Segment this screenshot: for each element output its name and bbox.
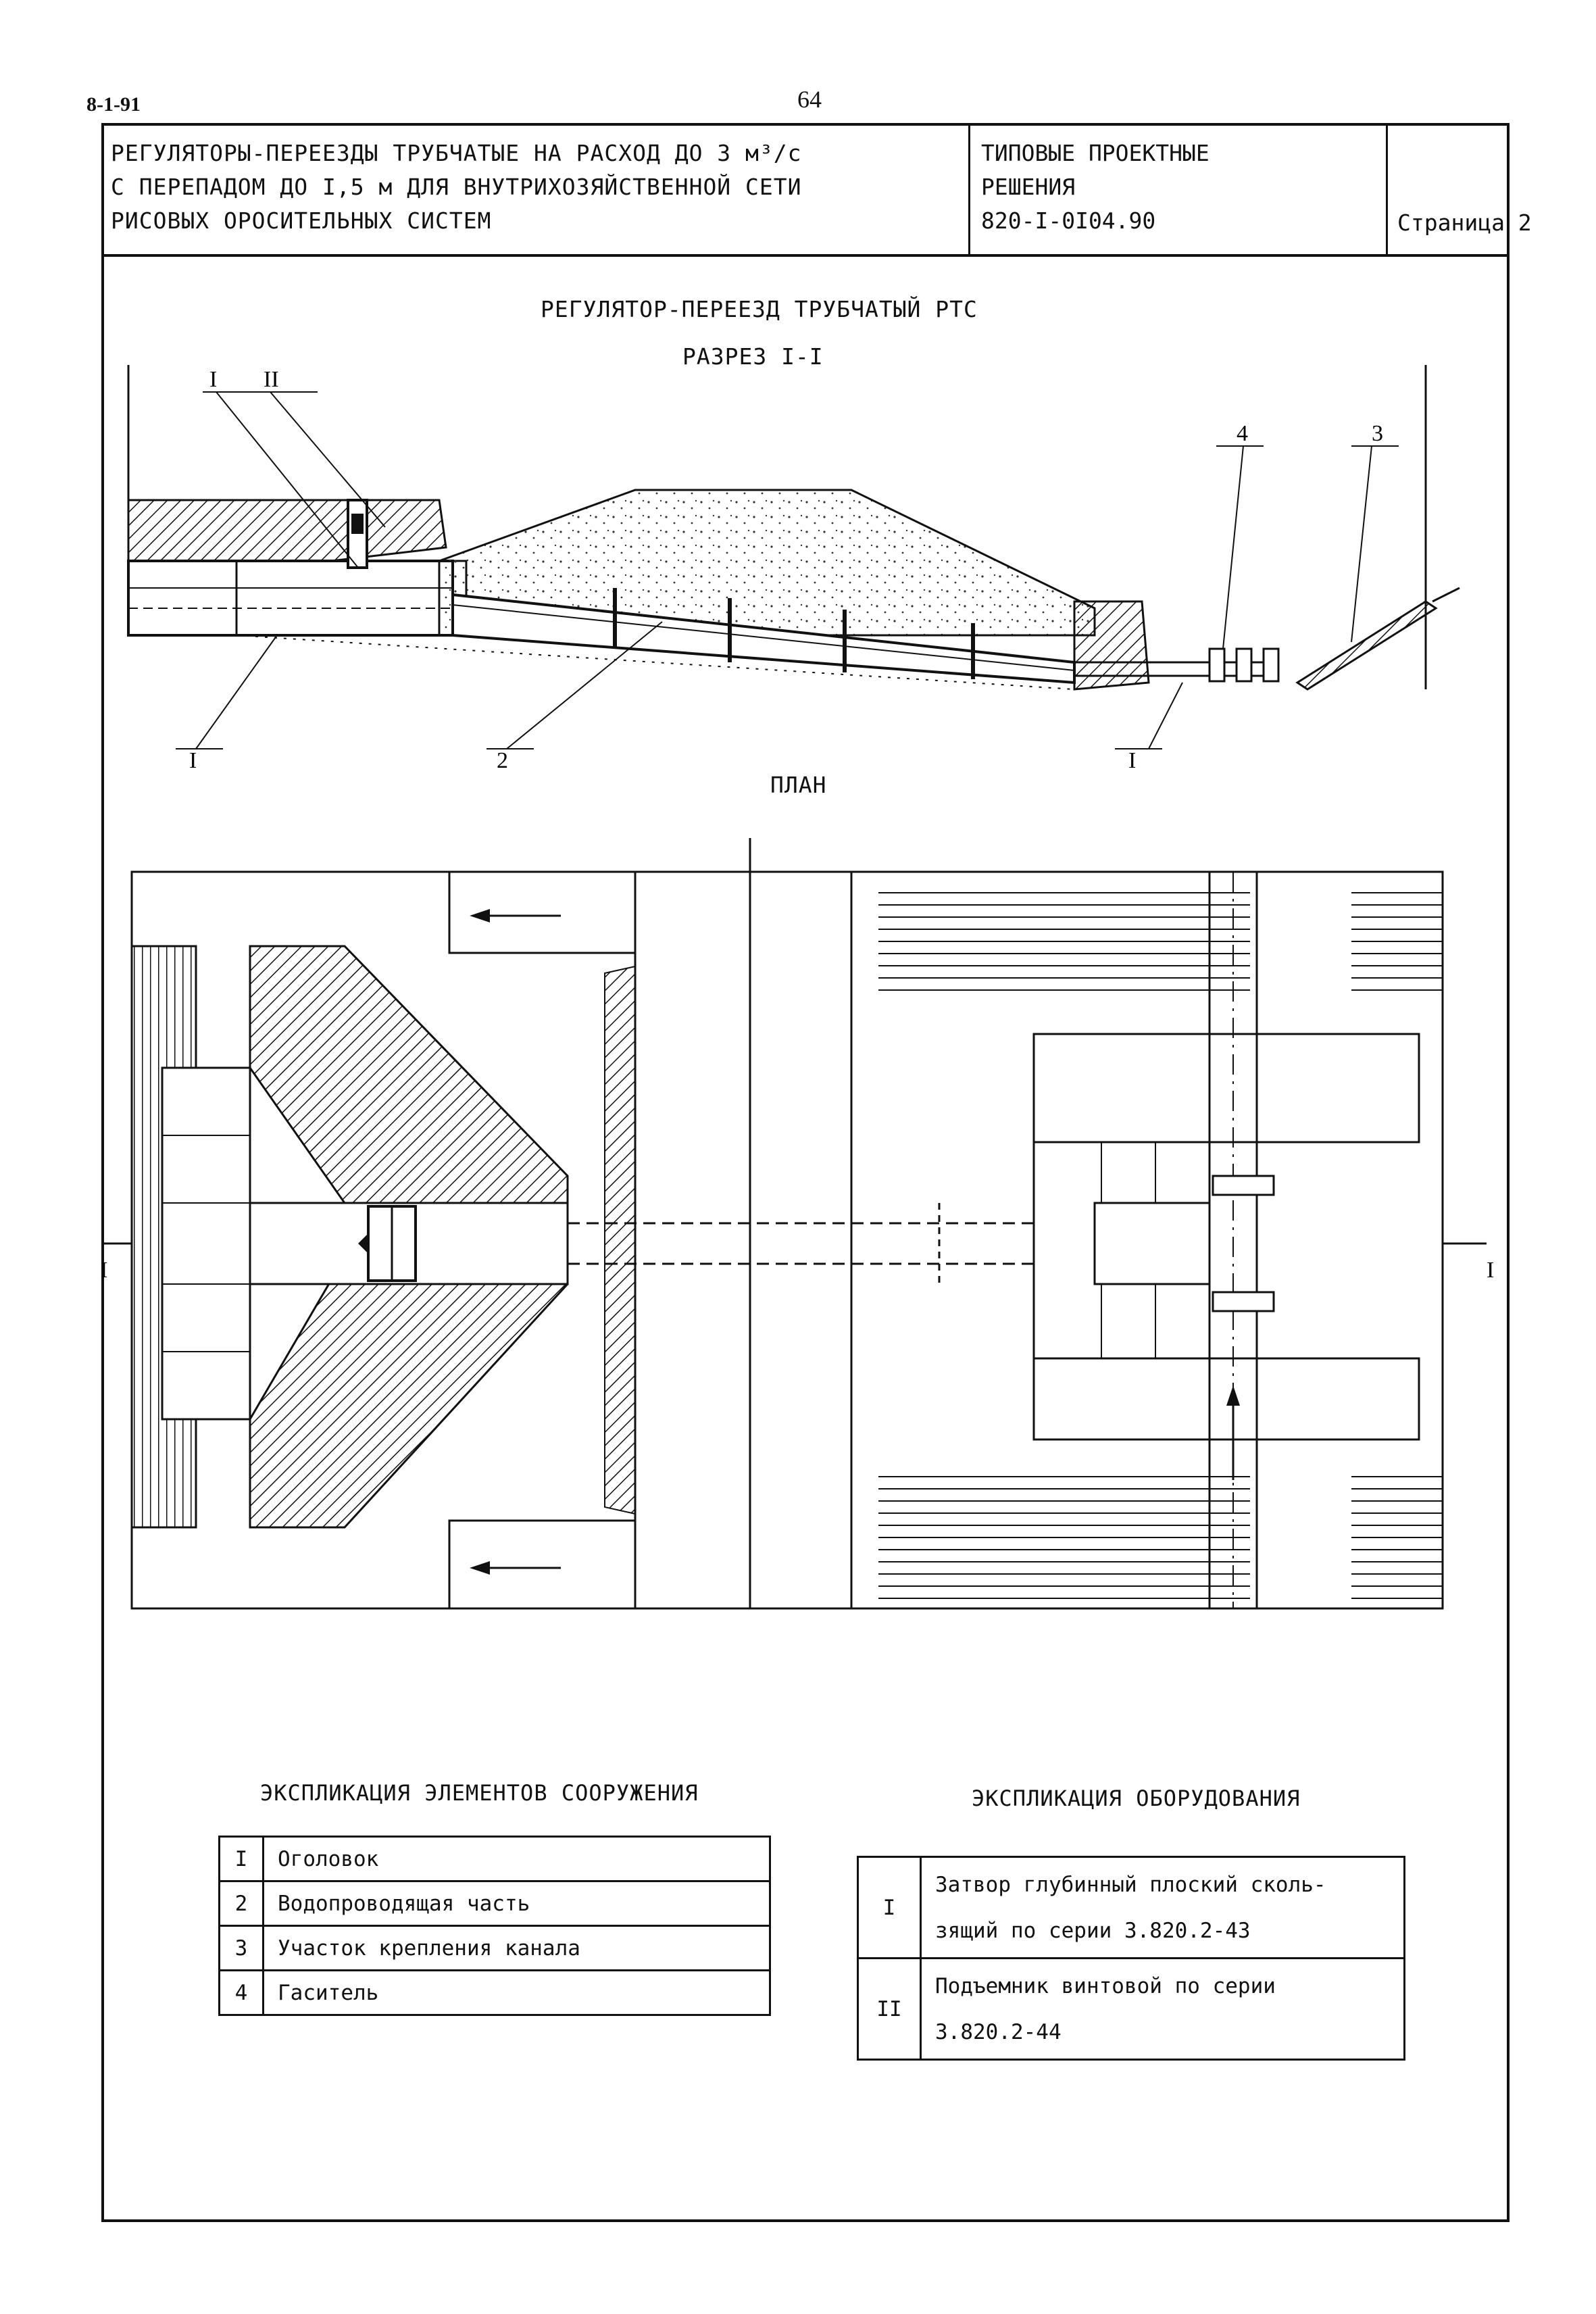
- riprap-bottom: [1032, 1357, 1420, 1441]
- callout-I: I: [209, 367, 217, 392]
- callout-1-right: I: [1128, 748, 1136, 773]
- page-number: 64: [797, 86, 822, 113]
- riprap-top: [1032, 1033, 1420, 1143]
- callout-4: 4: [1237, 421, 1248, 446]
- plan-title: ПЛАН: [770, 772, 827, 798]
- row-number: 4: [218, 1969, 264, 2016]
- gate-guide: [1212, 1175, 1275, 1196]
- drawing-title: РЕГУЛЯТОР-ПЕРЕЕЗД ТРУБЧАТЫЙ РТС: [541, 296, 978, 322]
- drawing-frame: [101, 123, 1510, 2222]
- wingwall-bottom: [249, 1256, 569, 1529]
- table-row: I Затвор глубинный плоский сколь- зящий …: [857, 1856, 1405, 1959]
- callout-3: 3: [1372, 421, 1383, 446]
- equipment-explication-table: I Затвор глубинный плоский сколь- зящий …: [857, 1856, 1405, 2061]
- row-description: Затвор глубинный плоский сколь- зящий по…: [920, 1856, 1405, 1959]
- row-description-line-1: Подъемник винтовой по серии: [935, 1973, 1276, 1998]
- left-channel: [127, 560, 454, 637]
- document-code: 8-1-91: [86, 93, 141, 116]
- row-name: Гаситель: [262, 1969, 771, 2016]
- table-row: 4 Гаситель: [218, 1969, 771, 2016]
- title-line-2: С ПЕРЕПАДОМ ДО I,5 м ДЛЯ ВНУТРИХОЗЯЙСТВЕ…: [111, 174, 802, 200]
- row-name: Участок крепления канала: [262, 1925, 771, 1971]
- section-drawing: I II I 2 I 4 3: [127, 365, 1460, 773]
- dissipator-block: [1235, 647, 1253, 683]
- table-row: I Оголовок: [218, 1836, 771, 1882]
- structure-explication-table: I Оголовок 2 Водопроводящая часть 3 Учас…: [218, 1836, 771, 2016]
- callout-2: 2: [497, 748, 508, 773]
- section-title: РАЗРЕЗ I-I: [682, 343, 824, 370]
- title-line-3: РИСОВЫХ ОРОСИТЕЛЬНЫХ СИСТЕМ: [111, 207, 492, 234]
- row-number: I: [857, 1856, 922, 1959]
- row-name: Водопроводящая часть: [262, 1880, 771, 1927]
- series-line-3: 820-I-0I04.90: [981, 207, 1156, 234]
- callout-II: II: [264, 367, 279, 392]
- sheet-label: Страница 2: [1397, 210, 1532, 236]
- row-number: 2: [218, 1880, 264, 1927]
- title-block: РЕГУЛЯТОРЫ-ПЕРЕЕЗДЫ ТРУБЧАТЫЕ НА РАСХОД …: [101, 123, 1532, 257]
- section-mark-left: I: [101, 1258, 107, 1283]
- title-line-1: РЕГУЛЯТОРЫ-ПЕРЕЕЗДЫ ТРУБЧАТЫЕ НА РАСХОД …: [111, 140, 802, 166]
- title-block-title: РЕГУЛЯТОРЫ-ПЕРЕЕЗДЫ ТРУБЧАТЫЕ НА РАСХОД …: [101, 123, 970, 254]
- row-number: II: [857, 1957, 922, 2061]
- row-number: I: [218, 1836, 264, 1882]
- hoist: [351, 514, 364, 534]
- equipment-explication-title: ЭКСПЛИКАЦИЯ ОБОРУДОВАНИЯ: [972, 1786, 1301, 1811]
- row-description-line-2: 3.820.2-44: [935, 2019, 1062, 2044]
- row-description: Подъемник винтовой по серии 3.820.2-44: [920, 1957, 1405, 2061]
- left-headwall: [127, 499, 447, 562]
- series-line-1: ТИПОВЫЕ ПРОЕКТНЫЕ: [981, 140, 1210, 166]
- table-row: 3 Участок крепления канала: [218, 1925, 771, 1971]
- row-number: 3: [218, 1925, 264, 1971]
- gate-guide: [1212, 1291, 1275, 1312]
- callout-1-left: I: [189, 748, 197, 773]
- table-row: II Подъемник винтовой по серии 3.820.2-4…: [857, 1957, 1405, 2061]
- title-block-series: ТИПОВЫЕ ПРОЕКТНЫЕ РЕШЕНИЯ 820-I-0I04.90: [970, 123, 1388, 254]
- ramp-hatch: [604, 965, 636, 1515]
- structure-explication-title: ЭКСПЛИКАЦИЯ ЭЛЕМЕНТОВ СООРУЖЕНИЯ: [260, 1780, 699, 1806]
- outlet-headwall: [1073, 600, 1150, 691]
- wingwall-top: [249, 945, 569, 1204]
- row-description-line-1: Затвор глубинный плоский сколь-: [935, 1872, 1326, 1897]
- channel-lining: [1295, 600, 1438, 691]
- series-line-2: РЕШЕНИЯ: [981, 174, 1076, 200]
- section-mark-right: I: [1487, 1258, 1494, 1283]
- plan-drawing: I I: [101, 838, 1494, 1610]
- row-name: Оголовок: [262, 1836, 771, 1882]
- dissipator-block: [1262, 647, 1280, 683]
- table-row: 2 Водопроводящая часть: [218, 1880, 771, 1927]
- dissipator-block: [1208, 647, 1226, 683]
- row-description-line-2: зящий по серии 3.820.2-43: [935, 1918, 1251, 1943]
